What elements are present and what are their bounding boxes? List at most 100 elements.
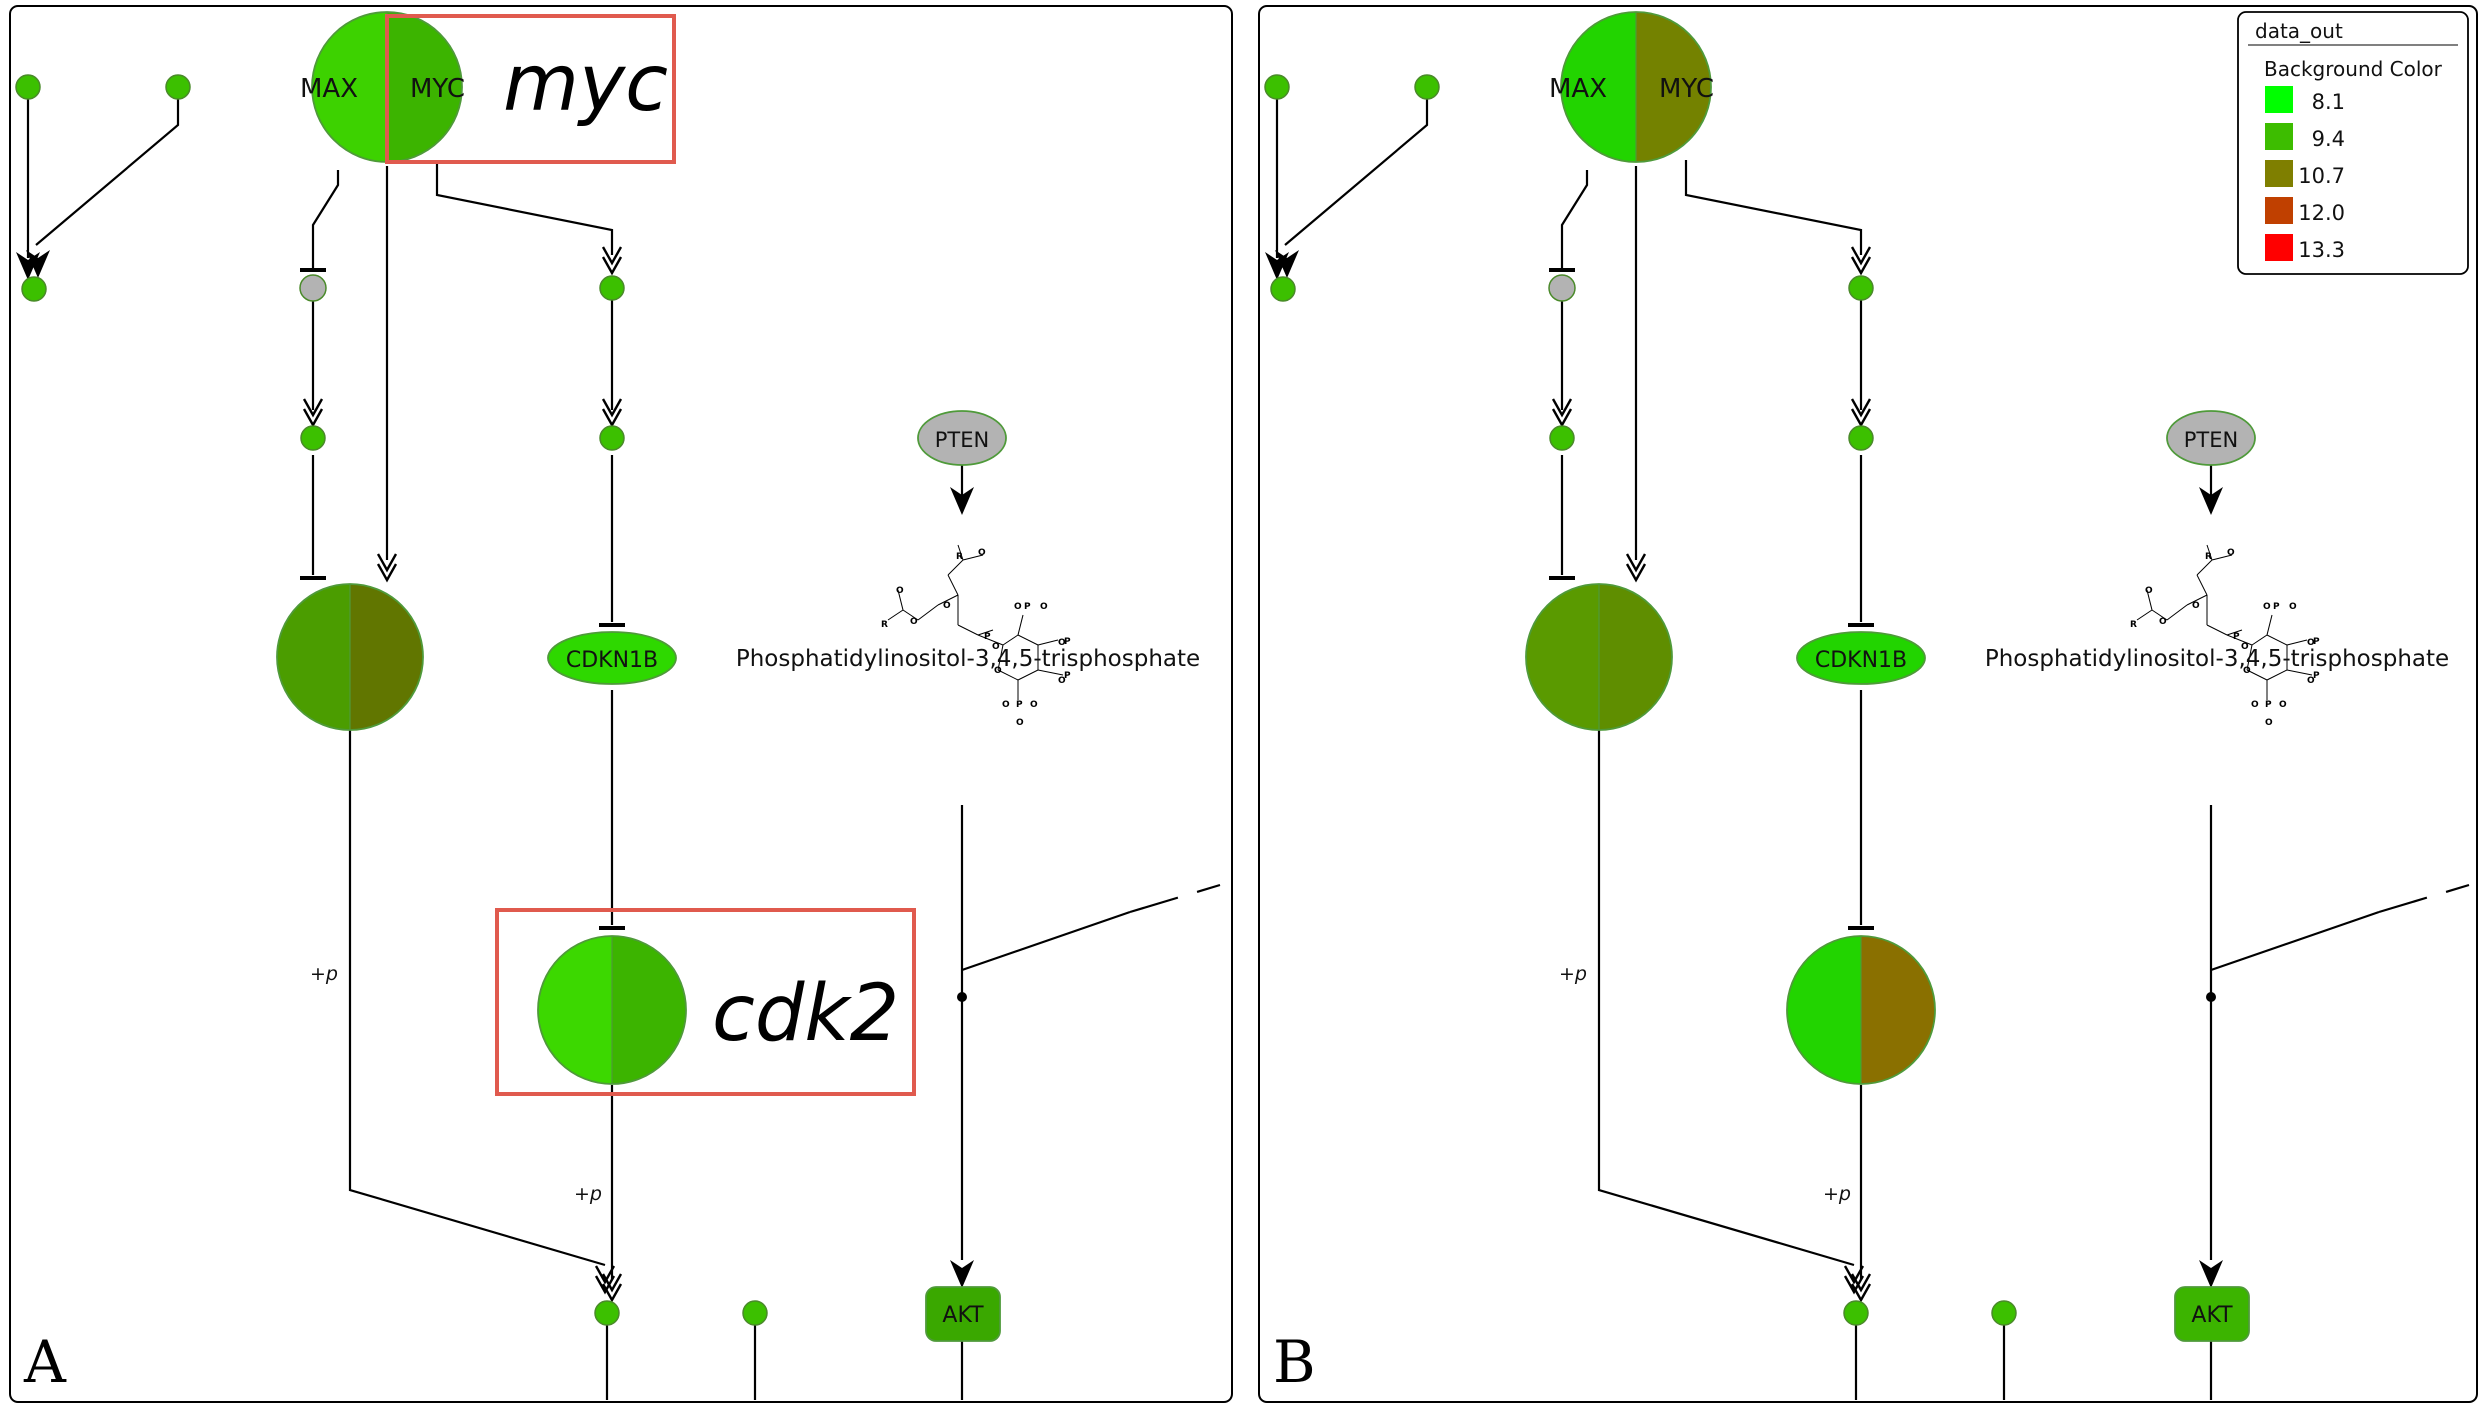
bond xyxy=(2266,634,2288,646)
small-molecule-node[interactable] xyxy=(1848,275,1874,301)
small-molecule-node[interactable] xyxy=(15,74,41,100)
bond xyxy=(997,669,1019,681)
cdkn1b-node[interactable]: CDKN1B xyxy=(1796,631,1926,685)
max-myc-complex[interactable] xyxy=(1560,11,1712,163)
conversion-arrowhead xyxy=(601,398,623,428)
small-molecule-node[interactable] xyxy=(1843,1300,1869,1326)
max-label: MAX xyxy=(1549,74,1607,104)
legend-swatch xyxy=(2265,123,2293,150)
atom-label: P xyxy=(2313,637,2320,647)
akt-shape xyxy=(2174,1286,2250,1342)
dashed-interaction xyxy=(1129,883,1221,914)
atom-label: O xyxy=(2159,617,2167,627)
bond xyxy=(977,629,994,636)
highlight-frame xyxy=(385,14,676,164)
highlight-label-myc: myc xyxy=(503,39,668,129)
legend-item: 13.3 xyxy=(2265,234,2345,262)
atom-label: O xyxy=(2279,700,2287,710)
chevron xyxy=(376,553,398,573)
small-molecule-node[interactable] xyxy=(165,74,191,100)
bond xyxy=(957,544,964,561)
pten-shape xyxy=(917,410,1007,466)
dashed-interaction xyxy=(2378,883,2470,914)
bond xyxy=(2206,544,2213,561)
atom-label: O xyxy=(2289,602,2297,612)
anchor-point xyxy=(957,992,967,1002)
cdkn1b-label: CDKN1B xyxy=(566,648,658,673)
atom-label: P xyxy=(1016,700,1023,710)
cdk2-complex[interactable] xyxy=(1786,935,1936,1085)
legend-item: 9.4 xyxy=(2265,123,2345,151)
bond xyxy=(1037,639,1059,646)
atom-label: R xyxy=(2130,620,2137,630)
small-molecule-node[interactable] xyxy=(1848,425,1874,451)
conversion-arrowhead xyxy=(594,1265,616,1295)
complex-left-half xyxy=(1787,936,1861,1084)
bond xyxy=(2286,639,2308,646)
bond xyxy=(2196,574,2208,596)
akt-node[interactable]: AKT xyxy=(2174,1286,2250,1342)
complex-right-half xyxy=(1599,584,1672,730)
activation-arrowhead xyxy=(950,487,974,515)
small-molecule-node[interactable] xyxy=(1991,1300,2017,1326)
small-molecule-node[interactable] xyxy=(21,276,47,302)
akt-shape xyxy=(925,1286,1001,1342)
small-molecule-node[interactable] xyxy=(742,1300,768,1326)
small-molecule-node[interactable] xyxy=(594,1300,620,1326)
complex-right-half xyxy=(612,936,686,1084)
conversion-arrowhead xyxy=(376,553,398,583)
small-molecule-node[interactable] xyxy=(1414,74,1440,100)
interaction-line xyxy=(311,170,340,270)
phosphorylation-label: +p xyxy=(574,1183,602,1205)
complex-left-half xyxy=(312,12,387,162)
small-molecule-node[interactable] xyxy=(300,425,326,451)
panel-frame xyxy=(9,5,1233,1403)
highlight-box-cdk2: cdk2 xyxy=(495,908,916,1096)
chevron xyxy=(601,398,623,418)
atom-label: O xyxy=(896,586,904,596)
atom-label: O xyxy=(992,642,1000,652)
complex-node-mid[interactable] xyxy=(276,583,424,731)
small-molecule-node-grey[interactable] xyxy=(299,274,327,302)
legend-value: 12.0 xyxy=(2298,201,2345,225)
complex-left-half xyxy=(1561,12,1636,162)
legend-title: data_out xyxy=(2255,19,2343,43)
bond xyxy=(897,589,904,611)
atom-label: O xyxy=(2192,601,2200,611)
chevron xyxy=(1850,246,1872,266)
cdk2-complex[interactable] xyxy=(537,935,687,1085)
pten-label: PTEN xyxy=(935,428,989,452)
max-label: MAX xyxy=(300,74,358,104)
complex-node-mid[interactable] xyxy=(1525,583,1673,731)
chevron xyxy=(1551,398,1573,418)
small-molecule-node[interactable] xyxy=(1264,74,1290,100)
legend-subtitle: Background Color xyxy=(2264,57,2443,81)
bond xyxy=(902,609,919,621)
chevron xyxy=(601,408,623,428)
max-myc-complex[interactable] xyxy=(311,11,463,163)
cdkn1b-node[interactable]: CDKN1B xyxy=(547,631,677,685)
akt-node[interactable]: AKT xyxy=(925,1286,1001,1342)
pten-node[interactable]: PTEN xyxy=(2166,410,2256,466)
bond xyxy=(997,644,1004,671)
cdkn1b-shape xyxy=(547,631,677,685)
atom-label: R xyxy=(2205,552,2212,562)
small-molecule-node[interactable] xyxy=(599,425,625,451)
atom-label: P xyxy=(2273,602,2280,612)
bond xyxy=(2146,589,2153,611)
bond xyxy=(2226,634,2253,646)
conversion-arrowhead xyxy=(601,246,623,276)
highlight-frame xyxy=(495,908,916,1096)
chevron xyxy=(1850,256,1872,276)
bond xyxy=(2196,559,2213,576)
small-molecule-node-grey[interactable] xyxy=(1548,274,1576,302)
small-molecule-node[interactable] xyxy=(1270,276,1296,302)
small-molecule-node[interactable] xyxy=(599,275,625,301)
small-molecule-node[interactable] xyxy=(1549,425,1575,451)
pten-node[interactable]: PTEN xyxy=(917,410,1007,466)
atom-label: P xyxy=(1064,671,1071,681)
atom-label: R xyxy=(956,552,963,562)
